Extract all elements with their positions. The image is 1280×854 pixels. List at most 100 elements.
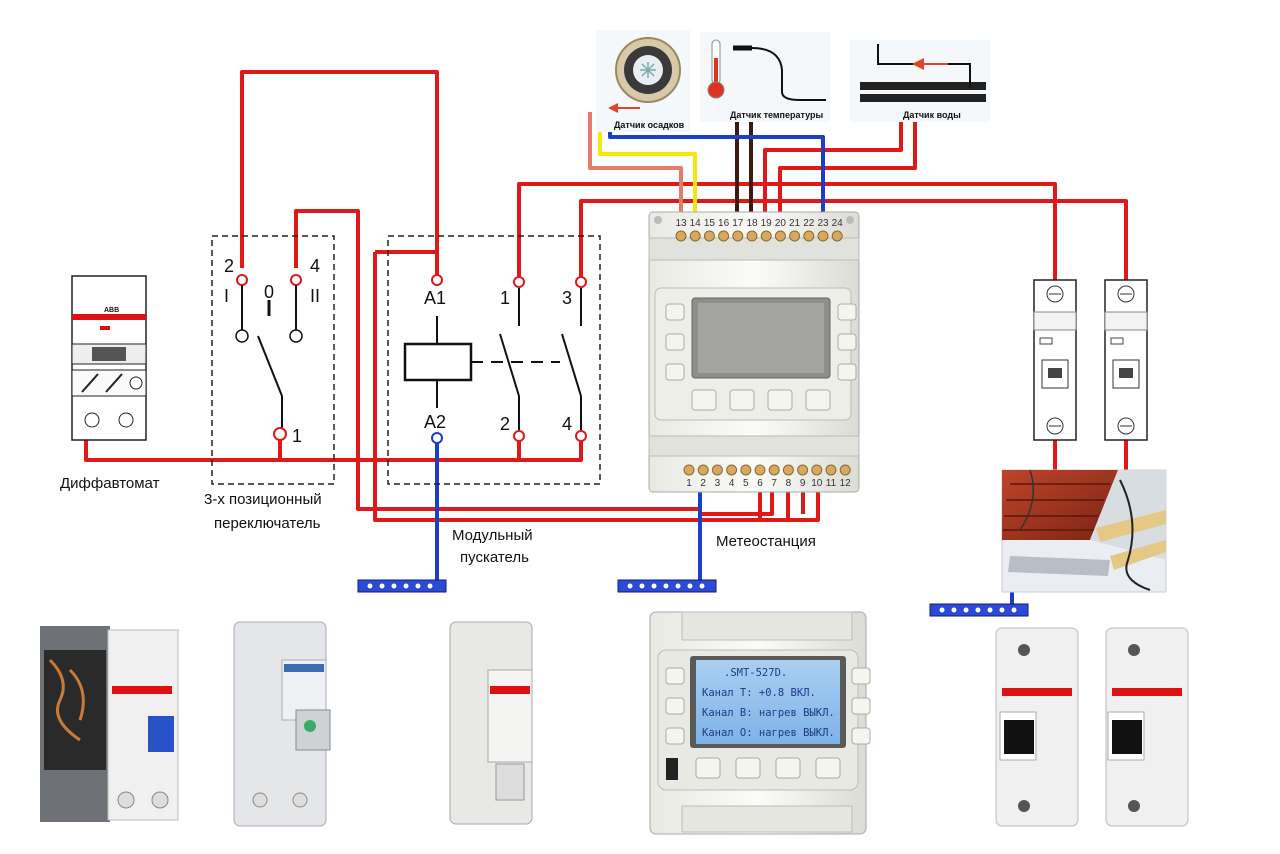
terminal-screw: [711, 464, 723, 476]
terminal-number: 10: [811, 478, 823, 489]
label-temp-sensor: Датчик температуры: [730, 110, 824, 120]
terminal-number: 17: [732, 218, 744, 229]
terminal-number: 12: [840, 478, 852, 489]
label-contactor-line2: пускатель: [460, 549, 529, 566]
photo-three-position-switch: [232, 618, 344, 830]
terminal-screw: [803, 230, 815, 242]
terminal-number: 24: [832, 218, 844, 229]
switch-pos-1: I: [224, 286, 229, 306]
terminal-screw: [760, 230, 772, 242]
terminal-number: 3: [715, 478, 721, 489]
wire-water-sensor-a: [763, 100, 903, 225]
switch-terminal-4: 4: [310, 256, 320, 276]
terminal-number: 19: [761, 218, 773, 229]
contactor-a1: A1: [424, 288, 446, 308]
terminal-screw: [746, 230, 758, 242]
contactor-a2: A2: [424, 412, 446, 432]
label-weather-station: Метеостанция: [716, 533, 816, 550]
terminal-screw: [831, 230, 843, 242]
terminal-number: 5: [743, 478, 749, 489]
terminal-number: 4: [729, 478, 735, 489]
brand-abb: ABB: [104, 307, 119, 314]
wire-station-10: [760, 492, 820, 522]
precip-sensor: Датчик осадков: [596, 30, 690, 132]
terminal-screw: [811, 464, 823, 476]
terminal-number: 9: [800, 478, 806, 489]
terminal-screw: [740, 464, 752, 476]
terminal-screw: [726, 464, 738, 476]
wire-water-sensor-b: [778, 100, 917, 225]
terminal-number: 2: [700, 478, 706, 489]
lcd-line-1: .SMT-527D.: [724, 667, 787, 679]
terminal-number: 13: [675, 218, 687, 229]
terminal-screw: [789, 230, 801, 242]
terminal-number: 8: [786, 478, 792, 489]
lcd-line-4: Канал O: нагрев ВЫКЛ.: [702, 727, 835, 739]
photo-modular-contactor: [446, 618, 538, 830]
contactor-c3: 3: [562, 288, 572, 308]
terminal-screw: [825, 464, 837, 476]
switch-terminal-1: 1: [292, 426, 302, 446]
terminal-screw: [782, 464, 794, 476]
neutral-bar-2: [617, 579, 717, 593]
terminal-screw: [754, 464, 766, 476]
contactor-c1: 1: [500, 288, 510, 308]
neutral-bar-1: [357, 579, 447, 593]
photo-output-breaker-2: [1105, 627, 1189, 827]
wire-contact1-to-bus: [517, 182, 1057, 282]
terminal-screw: [683, 464, 695, 476]
terminal-number: 15: [704, 218, 716, 229]
label-switch-line1: 3-х позиционный: [204, 491, 322, 508]
terminal-screw: [718, 230, 730, 242]
terminal-number: 21: [789, 218, 801, 229]
terminal-number: 20: [775, 218, 787, 229]
wire-station-7: [700, 492, 774, 516]
terminal-screw: [697, 464, 709, 476]
switch-terminal-2: 2: [224, 256, 234, 276]
switch-pos-0: 0: [264, 282, 274, 302]
terminal-number: 14: [690, 218, 702, 229]
three-position-switch: 2 4 I 0 II 1 3-х позиционный переключате…: [204, 235, 335, 532]
switch-pos-2: II: [310, 286, 320, 306]
output-breaker-1: [1033, 279, 1077, 441]
roof-heating-cable-image: [1001, 469, 1167, 593]
terminal-number: 23: [817, 218, 829, 229]
terminal-screw: [703, 230, 715, 242]
photo-diff-breaker: [26, 618, 182, 830]
terminal-screw: [797, 464, 809, 476]
wire-contact3-to-bus: [579, 199, 1128, 282]
contactor-c2: 2: [500, 414, 510, 434]
lcd-line-2: Канал T: +0.8 ВКЛ.: [702, 687, 816, 699]
terminal-screw: [689, 230, 701, 242]
neutral-bar-3: [929, 603, 1029, 617]
terminal-screw: [675, 230, 687, 242]
water-sensor: Датчик воды: [850, 40, 990, 122]
diff-breaker-schematic: ABB Диффавтомат: [60, 275, 160, 492]
terminal-screw: [768, 464, 780, 476]
terminal-number: 1: [686, 478, 692, 489]
temp-sensor: Датчик температуры: [700, 32, 830, 122]
terminal-number: 16: [718, 218, 730, 229]
lcd-line-3: Канал B: нагрев ВЫКЛ.: [702, 707, 835, 719]
contactor-c4: 4: [562, 414, 572, 434]
photo-weather-station: .SMT-527D. Канал T: +0.8 ВКЛ. Канал B: н…: [649, 611, 871, 835]
photo-output-breaker-1: [995, 627, 1079, 827]
label-water-sensor: Датчик воды: [903, 110, 961, 120]
terminal-number: 6: [757, 478, 763, 489]
wire-switch2-to-a1: [240, 70, 439, 280]
output-breaker-2: [1104, 279, 1148, 441]
wire-precip-pink: [588, 112, 683, 225]
label-diff-breaker: Диффавтомат: [60, 475, 160, 492]
terminal-screw: [817, 230, 829, 242]
terminal-number: 18: [746, 218, 758, 229]
label-contactor-line1: Модульный: [452, 527, 533, 544]
label-switch-line2: переключатель: [214, 515, 321, 532]
terminal-number: 7: [771, 478, 777, 489]
terminal-screw: [732, 230, 744, 242]
terminal-number: 11: [826, 478, 837, 489]
neutral-bars: [357, 579, 1029, 617]
